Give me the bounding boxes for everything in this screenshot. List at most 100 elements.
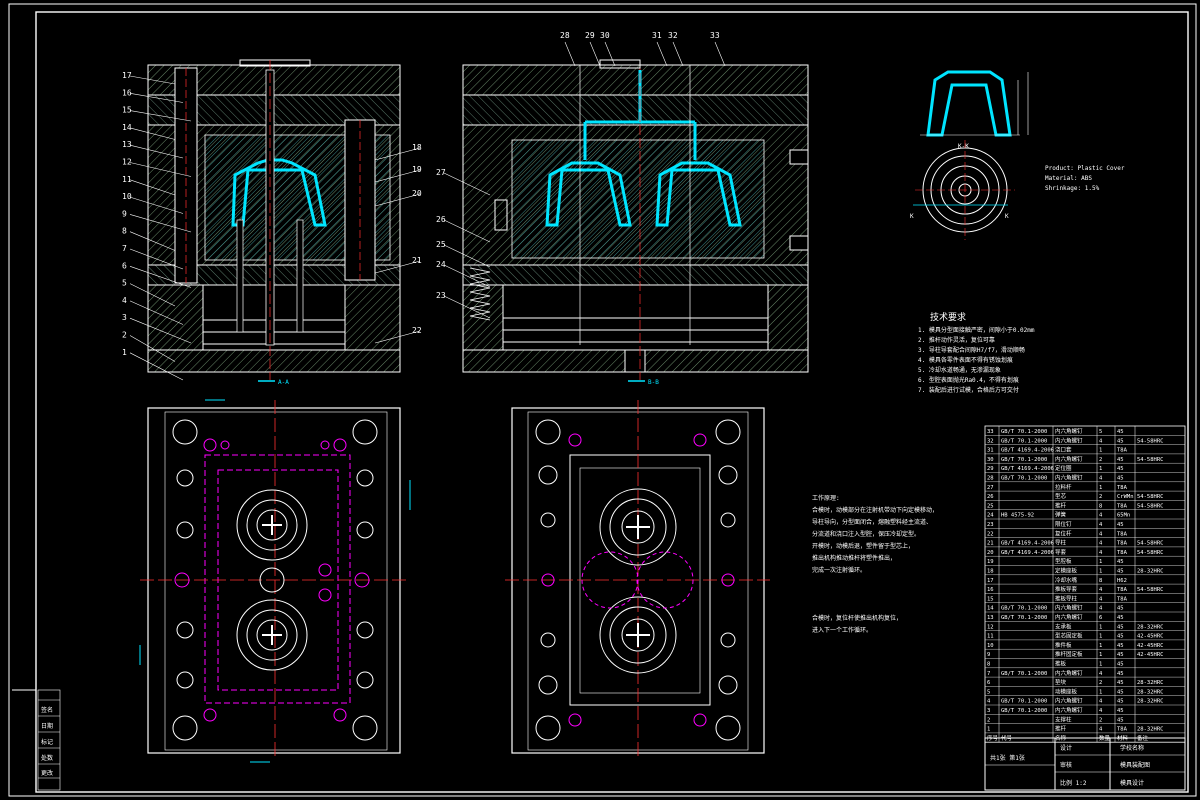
section-view-right: B-B	[462, 59, 809, 386]
bom-cell: 8	[1099, 578, 1102, 584]
bom-cell: 24	[987, 513, 994, 519]
title-stamp: 模具设计	[1120, 779, 1144, 787]
bom-cell: GB/T 70.1-2000	[1001, 615, 1047, 621]
product-shrink: Shrinkage: 1.5%	[1045, 185, 1100, 192]
callout-19: 19	[412, 165, 422, 174]
callout-25-leader	[443, 244, 491, 268]
bom-cell: 1	[1099, 689, 1102, 695]
callout-6: 6	[122, 261, 127, 270]
callout-13: 13	[122, 140, 132, 149]
callout-16: 16	[122, 88, 132, 97]
bom-cell: T8A	[1117, 587, 1128, 593]
callout-1-leader	[129, 352, 184, 381]
bom-cell: 2	[1099, 494, 1102, 500]
working-line-8: 进入下一个工作循环。	[812, 626, 872, 634]
callout-27: 27	[436, 168, 446, 177]
bom-cell: 45	[1117, 429, 1124, 435]
bom-cell: 9	[987, 652, 990, 658]
callout-32-leader	[672, 41, 684, 67]
bom-cell: GB/T 4169.4-2006	[1001, 550, 1054, 556]
bom-cell: GB/T 70.1-2000	[1001, 429, 1047, 435]
bom-cell: 4	[1099, 522, 1103, 528]
bom-cell: 12	[987, 624, 994, 630]
bom-cell: 4	[1099, 541, 1103, 547]
bom-cell: 支承板	[1055, 622, 1072, 630]
bom-cell: 45	[1117, 652, 1124, 658]
title-check: 审核	[1060, 761, 1072, 769]
callout-11-leader	[129, 179, 176, 196]
callout-30: 30	[600, 31, 610, 40]
bom-cell: HB 4575-92	[1001, 513, 1034, 519]
callout-14-leader	[129, 127, 176, 140]
bom-cell: 1	[1099, 485, 1102, 491]
callout-4-leader	[129, 300, 184, 325]
callout-30-leader	[604, 41, 616, 67]
callout-15-leader	[129, 110, 192, 122]
title-drawing-name: 模具装配图	[1120, 761, 1150, 769]
callout-29-leader	[589, 41, 601, 67]
side-strip: 签名 日期 标记 处数 更改	[37, 689, 61, 791]
bom-cell: 弹簧	[1055, 511, 1067, 519]
bom-cell: 5	[1099, 429, 1102, 435]
bom-cell: 4	[1099, 476, 1103, 482]
bom-cell: 浇口套	[1055, 446, 1072, 454]
bom-cell: 4	[1099, 727, 1103, 733]
bom-cell: 31	[987, 448, 994, 454]
bom-cell: 1	[1099, 643, 1102, 649]
title-block: 设计 学校名称 模具装配图 模具设计 审核 比例 1:2 共1张 第1张	[984, 737, 1186, 791]
bom-cell: 3	[987, 708, 990, 714]
callout-31: 31	[652, 31, 662, 40]
bom-cell: 动模座板	[1055, 687, 1078, 695]
callout-22: 22	[412, 326, 422, 335]
callout-18: 18	[412, 143, 422, 152]
bom-cell: 45	[1117, 708, 1124, 714]
bom-cell: 45	[1117, 606, 1124, 612]
bom-cell: 2	[987, 717, 990, 723]
tech-req-line-2: 2. 推杆动作灵活，复位可靠	[918, 336, 995, 344]
bom-cell: 型芯	[1055, 492, 1067, 500]
bom-cell: T8A	[1117, 596, 1128, 602]
bom-cell: 4	[1099, 671, 1103, 677]
working-line-1: 合模时，动模部分在注射机带动下向定模移动，	[812, 506, 938, 514]
bom-cell: 推件板	[1055, 641, 1072, 649]
bom-cell: 推杆	[1055, 725, 1067, 733]
bom-cell: 54-58HRC	[1137, 503, 1164, 509]
bom-cell: 冷却水嘴	[1055, 576, 1078, 584]
bom-cell: 54-58HRC	[1137, 494, 1164, 500]
bom-cell: 45	[1117, 476, 1124, 482]
bom-cell: 42-45HRC	[1137, 634, 1164, 640]
bom-cell: 4	[1099, 587, 1103, 593]
callout-9: 9	[122, 209, 127, 218]
bom-cell: 内六角螺钉	[1055, 436, 1083, 444]
bom-cell: 8	[987, 662, 990, 668]
callout-17-leader	[129, 75, 176, 85]
bom-cell: 54-58HRC	[1137, 550, 1164, 556]
bom-cell: 42-45HRC	[1137, 652, 1164, 658]
side-strip-5: 更改	[41, 769, 53, 777]
bom-cell: 25	[987, 503, 994, 509]
callout-5: 5	[122, 279, 127, 288]
bom-cell: 1	[1099, 466, 1102, 472]
bom-cell: 复位杆	[1055, 529, 1072, 537]
callout-28: 28	[560, 31, 570, 40]
bom-cell: 45	[1117, 615, 1124, 621]
bom-cell: T8A	[1117, 541, 1128, 547]
bom-cell: 54-58HRC	[1137, 438, 1164, 444]
bom-cell: 45	[1117, 457, 1124, 463]
section-label-right: B-B	[648, 379, 659, 386]
bom-cell: 26	[987, 494, 994, 500]
product-material: Material: ABS	[1045, 175, 1092, 182]
bom-cell: 45	[1117, 699, 1124, 705]
product-marker-right: K	[1005, 213, 1009, 220]
bom-cell: GB/T 70.1-2000	[1001, 699, 1047, 705]
tech-req-line-4: 4. 模具各零件表面不得有锈蚀划痕	[918, 356, 1013, 364]
bom-cell: 18	[987, 569, 994, 575]
callout-3-leader	[129, 317, 192, 344]
bom-cell: 45	[1117, 643, 1124, 649]
bom-cell: 45	[1117, 717, 1124, 723]
bom-cell: 1	[1099, 569, 1102, 575]
